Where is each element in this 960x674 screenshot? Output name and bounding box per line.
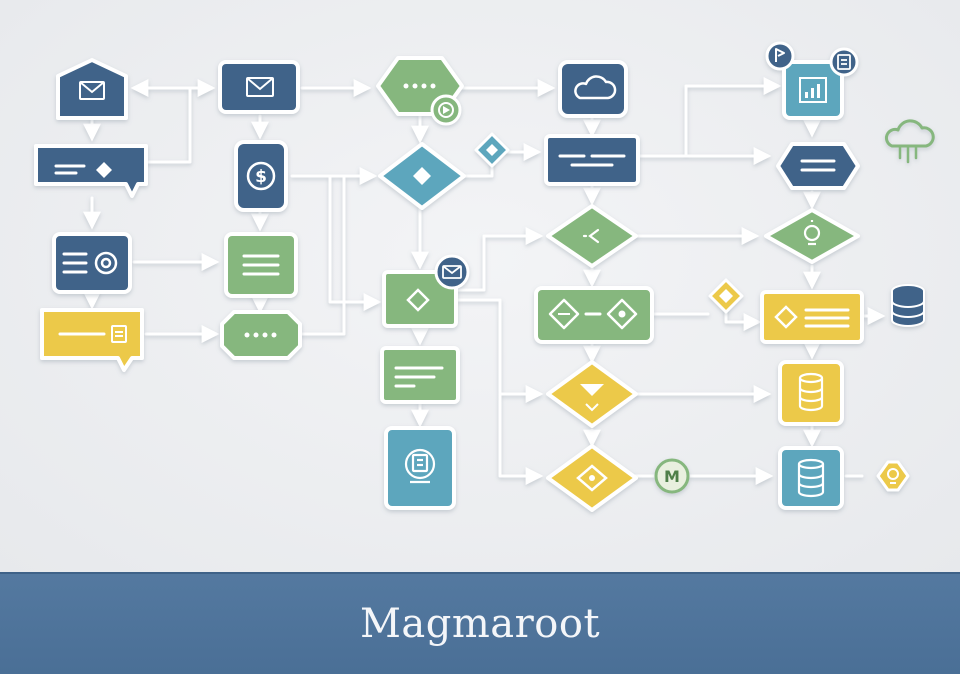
yellow-decision-node-2: [546, 444, 638, 512]
text-lines-icon: [394, 366, 444, 388]
green-octagon-node: [220, 310, 302, 360]
connector: [144, 86, 192, 164]
mail-pentagon-node: [56, 58, 128, 120]
footer-banner: Magmaroot: [0, 572, 960, 674]
teal-document-node: [384, 426, 456, 510]
connector: [498, 392, 544, 485]
yellow-list-node: [760, 290, 864, 344]
text-lines-icon: [800, 159, 836, 172]
green-decision-node: [546, 204, 638, 268]
small-yellow-decision: [708, 278, 744, 314]
process-node: [544, 134, 640, 186]
nodes: $: [34, 41, 935, 512]
teal-decision-node: [378, 142, 466, 210]
dollar-icon: $: [246, 161, 276, 191]
document-icon: [111, 325, 127, 343]
yellow-hint-node: [876, 460, 910, 492]
play-badge: [430, 94, 462, 126]
database-icon: [798, 372, 824, 412]
flowchart-diagram: $: [34, 41, 935, 512]
teal-database-node: [778, 446, 844, 510]
target-icon: [94, 251, 118, 275]
text-lines-icon: [54, 164, 86, 175]
connector: [298, 174, 346, 336]
navy-chat-node: [776, 142, 860, 190]
metro-badge-letter: M: [664, 467, 680, 486]
arrow-icon: [582, 228, 600, 244]
mail-node: [218, 60, 300, 114]
cloud-icon: [574, 75, 617, 100]
lightbulb-icon: [887, 468, 899, 484]
connector: [456, 227, 544, 292]
green-list-node: [224, 232, 298, 298]
connector: [638, 77, 782, 158]
small-teal-decision: [474, 132, 510, 168]
payment-node: $: [234, 140, 288, 212]
bar-chart-icon: [799, 77, 827, 103]
chart-node: [782, 60, 844, 120]
diamond-icon: [406, 288, 430, 312]
connector: [456, 298, 544, 403]
lightbulb-decision-node: [764, 208, 860, 264]
database-icon: [797, 458, 825, 498]
cloud-compute-icon: [884, 119, 935, 164]
text-lines-icon: [242, 254, 280, 276]
diamond-icon: [96, 162, 112, 178]
navy-database-icon: [891, 284, 925, 327]
yellow-database-node: [778, 360, 844, 426]
flag-badge: [765, 41, 795, 71]
green-connector-node: [534, 286, 654, 344]
green-diamond-node: [382, 270, 458, 328]
yellow-chat-node: [40, 308, 144, 372]
mail-icon: [246, 77, 274, 97]
yellow-decision-node: [546, 360, 638, 428]
cloud-node: [558, 60, 628, 118]
brand-title: Magmaroot: [359, 601, 601, 647]
mail-icon: [442, 265, 462, 279]
printer-icon: [404, 448, 436, 484]
list-icon: [62, 252, 88, 274]
green-text-node: [380, 346, 460, 404]
diamond-icon: [413, 167, 431, 185]
ellipsis-icon: [403, 83, 436, 89]
mail-icon: [79, 81, 105, 100]
chat-bubble-node: [34, 144, 148, 198]
svg-text:$: $: [255, 167, 267, 187]
flowchart-canvas: $: [0, 0, 960, 572]
lightbulb-icon: [803, 220, 821, 246]
mail-badge: [434, 254, 470, 290]
document-icon: [837, 54, 851, 70]
text-lines-icon: [558, 154, 626, 167]
text-lines-icon: [804, 308, 850, 328]
play-icon: [438, 102, 454, 118]
connector: [328, 174, 382, 311]
list-target-node: [52, 232, 132, 294]
metro-badge: M: [654, 458, 690, 494]
connectors: [83, 77, 886, 485]
flag-icon: [775, 48, 785, 62]
document-badge: [829, 47, 859, 77]
ellipsis-icon: [244, 332, 277, 338]
